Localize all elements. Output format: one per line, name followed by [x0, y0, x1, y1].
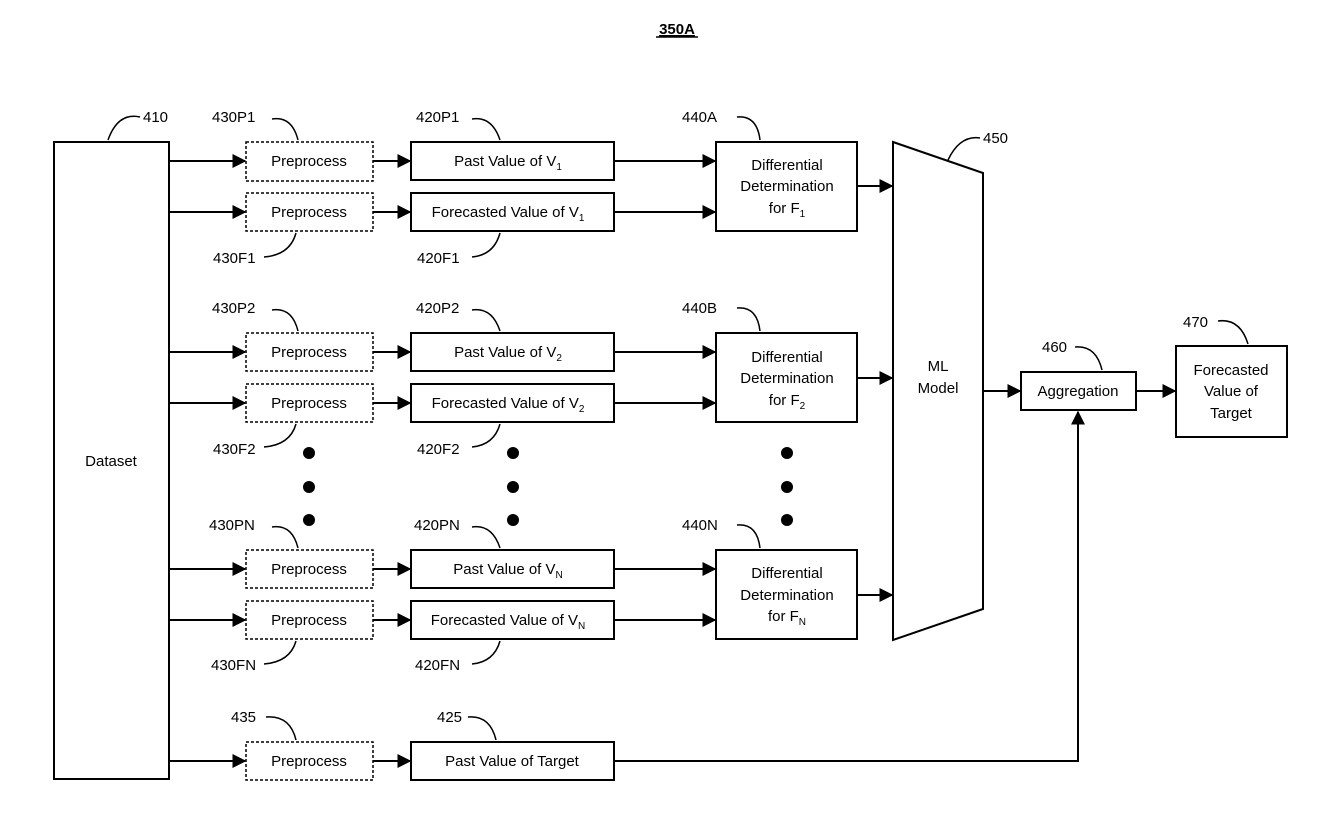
aggregation-ref-leader: [1075, 347, 1102, 370]
differential-f2-line2: Determination: [740, 370, 833, 387]
past-value-target-ref: 425: [437, 709, 462, 726]
ellipsis-dot: [781, 447, 793, 459]
figure-title: 350A: [659, 21, 695, 38]
past-value-target-ref-leader: [468, 717, 496, 740]
ml-model-ref-leader: [948, 138, 980, 160]
differential-f2-ref-leader: [737, 308, 760, 331]
aggregation-ref: 460: [1042, 339, 1067, 356]
ellipsis-dot: [507, 481, 519, 493]
forecast-value-vn-ref: 420FN: [415, 657, 460, 674]
preprocess-p2-ref-leader: [272, 310, 298, 331]
differential-f1-line1: Differential: [751, 157, 822, 174]
past-value-vn-ref-leader: [472, 527, 500, 548]
ml-model-line2: Model: [918, 380, 959, 397]
differential-fn-ref-leader: [737, 525, 760, 548]
ellipsis-dot: [781, 514, 793, 526]
forecast-value-v2-ref: 420F2: [417, 441, 460, 458]
row-2: Preprocess 430P2 Preprocess 430F2 Past V…: [169, 300, 892, 458]
preprocess-f2-label: Preprocess: [271, 395, 347, 412]
forecasted-target-ref: 470: [1183, 314, 1208, 331]
forecasted-target-line2: Value of: [1204, 383, 1259, 400]
preprocess-target-label: Preprocess: [271, 753, 347, 770]
aggregation-label: Aggregation: [1038, 383, 1119, 400]
forecast-value-v1-ref: 420F1: [417, 250, 460, 267]
preprocess-pn-label: Preprocess: [271, 561, 347, 578]
differential-fn-ref: 440N: [682, 517, 718, 534]
preprocess-p1-ref-leader: [272, 119, 298, 140]
preprocess-f2-ref: 430F2: [213, 441, 256, 458]
forecasted-target-line1: Forecasted: [1193, 362, 1268, 379]
forecasted-target-ref-leader: [1218, 321, 1248, 344]
preprocess-f1-label: Preprocess: [271, 204, 347, 221]
differential-f2-ref: 440B: [682, 300, 717, 317]
dataset-ref: 410: [143, 109, 168, 126]
forecast-value-vn-ref-leader: [472, 641, 500, 664]
dataset-label: Dataset: [85, 453, 138, 470]
preprocess-f2-ref-leader: [264, 424, 296, 447]
differential-f1-ref-leader: [737, 117, 760, 140]
preprocess-p2-label: Preprocess: [271, 344, 347, 361]
preprocess-p2-ref: 430P2: [212, 300, 255, 317]
past-value-v1-ref-leader: [472, 119, 500, 140]
preprocess-fn-label: Preprocess: [271, 612, 347, 629]
ml-model-ref: 450: [983, 130, 1008, 147]
ellipsis-dot: [303, 514, 315, 526]
preprocess-p1-label: Preprocess: [271, 153, 347, 170]
past-value-v2-ref: 420P2: [416, 300, 459, 317]
ellipsis-dot: [303, 447, 315, 459]
differential-f1-line2: Determination: [740, 178, 833, 195]
differential-f2-line1: Differential: [751, 349, 822, 366]
ellipsis-dots: [303, 447, 793, 526]
preprocess-target-ref-leader: [266, 717, 296, 740]
differential-f1-ref: 440A: [682, 109, 717, 126]
forecast-value-v1-ref-leader: [472, 233, 500, 257]
preprocess-fn-ref: 430FN: [211, 657, 256, 674]
preprocess-p1-ref: 430P1: [212, 109, 255, 126]
preprocess-pn-ref-leader: [272, 527, 298, 548]
forecasted-target-line3: Target: [1210, 405, 1253, 422]
preprocess-pn-ref: 430PN: [209, 517, 255, 534]
preprocess-f1-ref: 430F1: [213, 250, 256, 267]
ml-model-line1: ML: [928, 358, 949, 375]
past-value-v1-ref: 420P1: [416, 109, 459, 126]
preprocess-target-ref: 435: [231, 709, 256, 726]
preprocess-fn-ref-leader: [264, 641, 296, 664]
differential-fn-line2: Determination: [740, 587, 833, 604]
ellipsis-dot: [507, 514, 519, 526]
ellipsis-dot: [507, 447, 519, 459]
forecast-value-v2-ref-leader: [472, 424, 500, 447]
ellipsis-dot: [303, 481, 315, 493]
differential-fn-line1: Differential: [751, 565, 822, 582]
ellipsis-dot: [781, 481, 793, 493]
row-1: Preprocess 430P1 Preprocess 430F1 Past V…: [169, 109, 892, 267]
dataset-ref-leader: [108, 116, 140, 140]
row-n: Preprocess 430PN Preprocess 430FN Past V…: [169, 517, 892, 674]
past-value-vn-ref: 420PN: [414, 517, 460, 534]
past-value-v2-ref-leader: [472, 310, 500, 331]
preprocess-f1-ref-leader: [264, 233, 296, 257]
past-value-target-label: Past Value of Target: [445, 753, 580, 770]
